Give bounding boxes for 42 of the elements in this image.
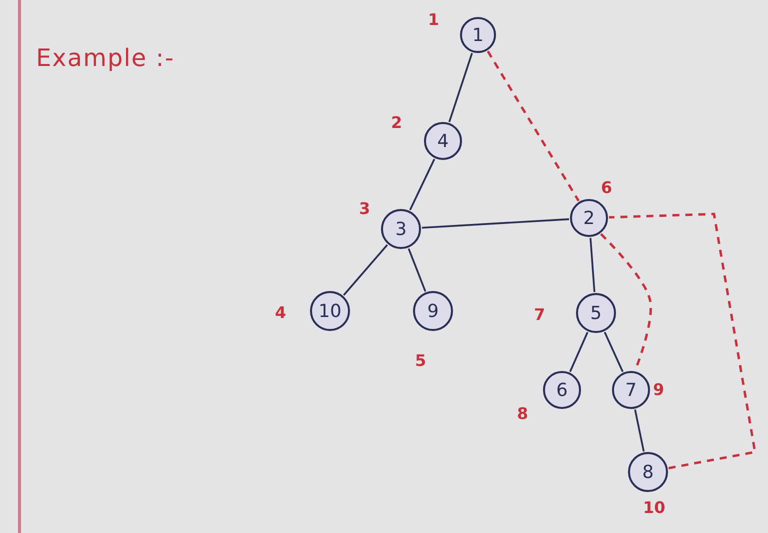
visit-order-number: 1 — [428, 10, 440, 29]
node-number: 6 — [556, 380, 568, 400]
visit-order-number: 7 — [534, 305, 546, 324]
edge-line — [634, 409, 645, 452]
visit-order-number: 4 — [275, 303, 286, 322]
edge-line — [448, 52, 473, 122]
circle-node — [424, 122, 462, 160]
node-number: 7 — [625, 380, 637, 400]
node-number: 4 — [437, 130, 449, 152]
visit-order-number: 9 — [653, 380, 664, 399]
circle-node — [460, 17, 496, 53]
edge-line — [590, 238, 596, 292]
edge-line — [604, 332, 624, 372]
circle-node — [413, 291, 453, 331]
node-number: 3 — [395, 218, 407, 240]
edge-line — [409, 158, 436, 210]
edge-line — [343, 244, 388, 296]
edge-line — [569, 332, 588, 372]
edge-line — [422, 218, 570, 229]
node-number: 5 — [590, 302, 602, 324]
visit-order-number: 6 — [601, 178, 612, 197]
node-number: 10 — [318, 300, 342, 322]
circle-node — [628, 452, 668, 492]
circle-node — [310, 291, 350, 331]
visit-order-number: 2 — [391, 113, 402, 132]
node-number: 8 — [642, 462, 654, 482]
visit-order-number: 8 — [517, 404, 528, 423]
visit-order-number: 3 — [359, 199, 370, 218]
circle-node — [576, 293, 616, 333]
node-number: 1 — [472, 24, 484, 46]
dashed-line — [608, 212, 756, 470]
node-number: 9 — [427, 300, 439, 322]
circle-node — [570, 199, 608, 237]
visit-order-number: 5 — [415, 351, 426, 370]
title: Example :- — [36, 44, 174, 72]
circle-node — [381, 209, 421, 249]
node-number: 2 — [583, 208, 595, 228]
circle-node — [612, 371, 650, 409]
edge-line — [408, 248, 426, 292]
dashed-line — [486, 50, 580, 202]
circle-node — [543, 371, 581, 409]
visit-order-number: 10 — [643, 498, 666, 517]
